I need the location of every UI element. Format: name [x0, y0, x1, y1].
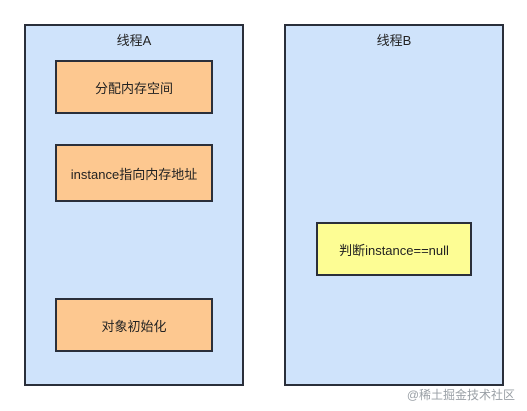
watermark-text: @稀土掘金技术社区 [406, 388, 515, 402]
thread-b-title: 线程B [376, 33, 412, 48]
step-object-initialization: 对象初始化 [55, 298, 213, 352]
step-instance-points-to-memory: instance指向内存地址 [55, 144, 213, 202]
thread-a-title: 线程A [116, 33, 152, 48]
step-check-instance-null: 判断instance==null [316, 222, 472, 276]
thread-a-lane: 线程A 分配内存空间 instance指向内存地址 对象初始化 [24, 24, 244, 386]
step-allocate-memory: 分配内存空间 [55, 60, 213, 114]
thread-b-lane: 线程B 判断instance==null [284, 24, 504, 386]
